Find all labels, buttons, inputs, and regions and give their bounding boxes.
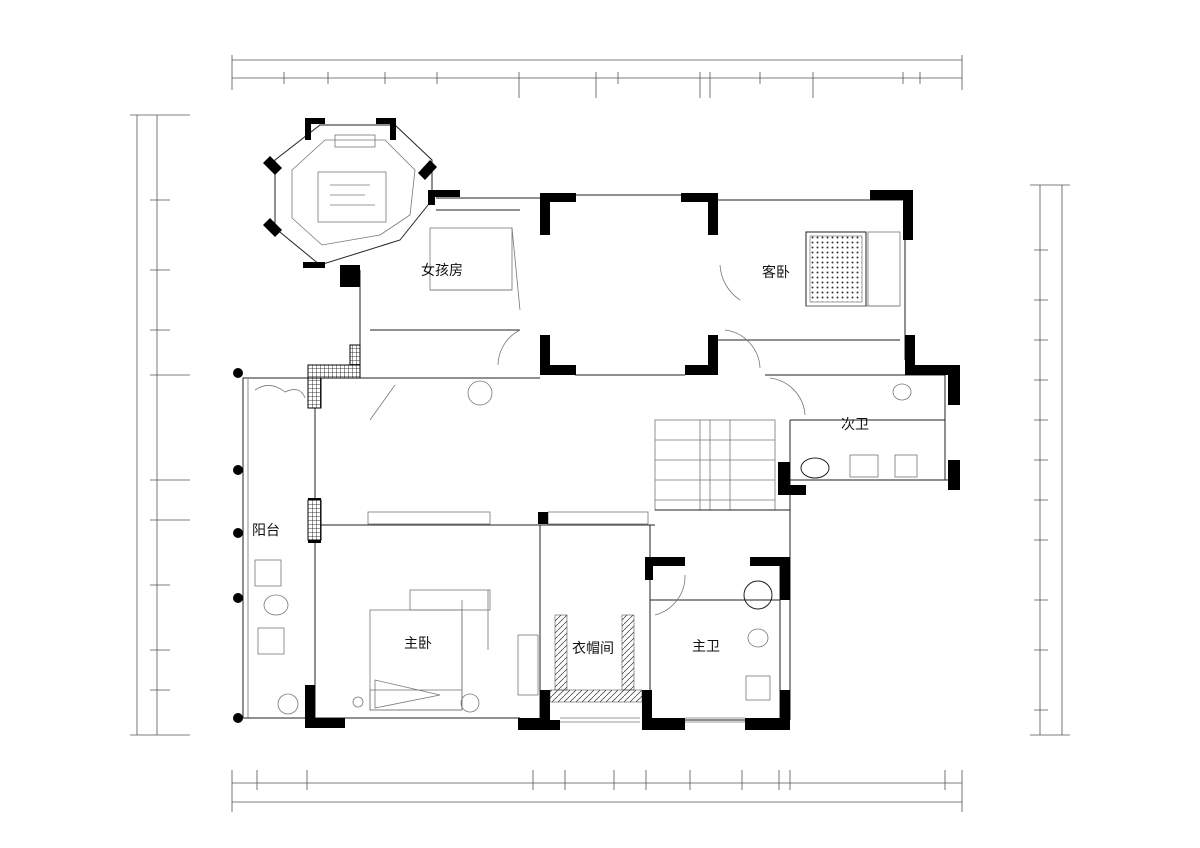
door-swings [369, 264, 806, 616]
room-label-cloakroom: 衣帽间 [572, 641, 614, 657]
octagon-tower [263, 118, 460, 268]
room-labels: 女孩房 客卧 次卫 阳台 主卧 衣帽间 主卫 [252, 262, 869, 657]
room-label-master-bedroom: 主卧 [404, 636, 432, 652]
room-label-balcony: 阳台 [252, 523, 280, 539]
room-label-second-bathroom: 次卫 [841, 417, 869, 433]
room-label-guest-bedroom: 客卧 [762, 264, 790, 281]
dimension-lines [130, 55, 1070, 812]
room-label-girl-room: 女孩房 [421, 262, 463, 279]
room-label-master-bathroom: 主卫 [692, 639, 720, 655]
balcony-furniture [233, 368, 493, 723]
solid-walls [305, 190, 960, 730]
